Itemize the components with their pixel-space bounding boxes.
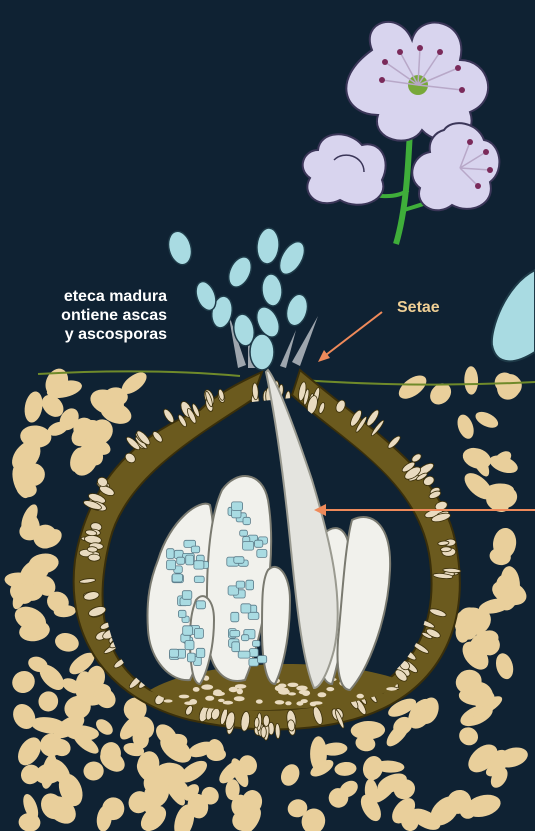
ascospore: [253, 641, 260, 647]
ascospore: [249, 649, 258, 657]
base-cell: [179, 695, 190, 699]
base-cell: [214, 691, 221, 696]
ascospore: [248, 612, 259, 619]
base-cell: [234, 696, 245, 701]
ascospore: [232, 502, 243, 511]
base-cell: [201, 684, 213, 689]
base-cell: [223, 701, 233, 705]
ascospore: [182, 591, 192, 600]
ascospore: [170, 649, 179, 657]
base-cell: [193, 687, 200, 692]
ascospore: [194, 628, 203, 638]
ascospore: [231, 612, 239, 622]
ascospore: [167, 549, 175, 559]
base-cell: [287, 683, 298, 687]
ascospore: [258, 656, 267, 663]
ascospore: [240, 530, 248, 536]
ascospore: [242, 635, 249, 641]
ascospore: [167, 560, 176, 570]
base-cell: [205, 696, 214, 701]
ascospore: [234, 557, 244, 564]
base-cell: [218, 699, 225, 702]
base-cell: [296, 686, 307, 691]
base-cell: [326, 687, 334, 691]
ascospore: [191, 546, 199, 553]
base-cell: [386, 687, 397, 691]
base-cell: [285, 701, 291, 705]
wall-cell: [263, 715, 269, 727]
ascospore: [196, 601, 205, 609]
ascospore: [246, 580, 254, 590]
base-cell: [275, 700, 285, 704]
wall-cell: [88, 554, 100, 561]
base-cell: [318, 692, 327, 697]
base-cell: [278, 684, 286, 688]
ascospore: [185, 641, 194, 650]
wall-cell: [275, 723, 281, 738]
ascospore: [243, 542, 254, 551]
ascospore: [187, 653, 195, 662]
ascospore: [230, 630, 240, 636]
base-cell: [310, 702, 317, 707]
wall-cell: [261, 726, 267, 738]
base-cell: [357, 694, 364, 699]
pseudothecium-label-line3: y ascosporas: [61, 325, 167, 344]
ascospore: [236, 581, 245, 588]
ascospore: [241, 604, 251, 613]
ascospore: [186, 555, 194, 565]
ascospore: [232, 642, 240, 652]
pseudothecium-label: eteca madura ontiene ascas y ascosporas: [61, 287, 167, 344]
pseudothecium-label-line1: eteca madura: [61, 287, 167, 306]
wall-cell: [440, 547, 451, 553]
ascospore: [249, 658, 259, 666]
ascospore: [243, 517, 250, 524]
base-cell: [164, 699, 173, 702]
base-cell: [296, 701, 303, 705]
ascospore: [238, 651, 250, 658]
base-cell: [235, 684, 247, 689]
ascospore: [194, 561, 204, 569]
ascospore: [194, 576, 204, 582]
setae-label: Setae: [397, 298, 440, 317]
base-cell: [256, 699, 263, 703]
ascospore: [257, 550, 267, 558]
ascospore: [172, 574, 182, 582]
base-cell: [299, 690, 309, 694]
ascospore: [183, 626, 193, 636]
ascospore: [255, 540, 263, 547]
base-cell: [189, 699, 197, 705]
base-cell: [278, 689, 290, 695]
ascospore: [177, 557, 185, 564]
ascospore: [178, 610, 186, 617]
base-cell: [237, 689, 243, 695]
wall-cell: [87, 546, 98, 552]
wall-cell: [254, 717, 259, 728]
ascospore: [196, 648, 205, 657]
pseudothecium-label-line2: ontiene ascas: [61, 306, 167, 325]
ascospore: [250, 334, 274, 370]
